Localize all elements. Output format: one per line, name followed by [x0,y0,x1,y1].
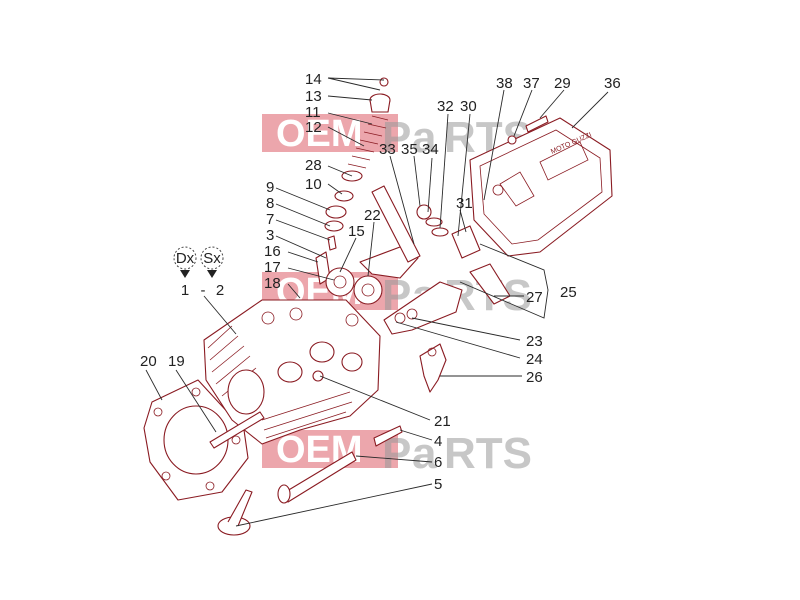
svg-text:OEM: OEM [276,113,363,155]
callout-13: 13 [305,88,322,105]
svg-text:RTS: RTS [444,429,532,478]
valve-cover-drawing: MOTO GUZZI [469,115,613,257]
callout-36: 36 [604,75,621,92]
valves-drawing [209,411,403,536]
callout-8: 8 [266,195,274,212]
valve-spring-stack-drawing [315,77,391,285]
watermark-bottom: OEM P a RTS [262,429,532,478]
callout-19: 19 [168,353,185,370]
callout-14: 14 [305,71,322,88]
callout-12: 12 [305,119,322,136]
callout-16: 16 [264,243,281,260]
callout-4: 4 [434,433,442,450]
callout-11: 11 [305,104,321,121]
callout-29: 29 [554,75,571,92]
leader-lines [145,77,609,527]
side-marker: Dx Sx 1 - 2 [173,246,224,299]
side-label-dx: Dx [176,250,195,267]
callout-32: 32 [437,98,454,115]
callout-15: 15 [348,223,365,240]
callout-21: 21 [434,413,451,430]
callout-5: 5 [434,476,442,493]
side-label-sx: Sx [203,250,221,267]
callout-17: 17 [264,259,281,276]
callout-37: 37 [523,75,540,92]
callout-2: 2 [216,282,224,299]
callout-18: 18 [264,275,281,292]
callout-27: 27 [526,289,543,306]
svg-text:P: P [382,113,411,162]
callout-9: 9 [266,179,274,196]
head-gasket-drawing [143,379,249,501]
callout-23: 23 [526,333,543,350]
callout-20: 20 [140,353,157,370]
callout-1: 1 [181,282,189,299]
callout-34: 34 [422,141,439,158]
svg-text:a: a [412,113,437,162]
callout-6: 6 [434,454,442,471]
callout-dash: - [201,282,206,299]
callout-33: 33 [379,141,396,158]
rocker-assembly-drawing [325,185,511,393]
callout-26: 26 [526,369,543,386]
svg-text:OEM: OEM [276,429,363,471]
callout-7: 7 [266,211,274,228]
callout-31: 31 [456,195,473,212]
cylinder-head-drawing [203,299,381,445]
callout-22: 22 [364,207,381,224]
callout-3: 3 [266,227,274,244]
callout-25: 25 [560,284,577,301]
callout-38: 38 [496,75,513,92]
callout-30: 30 [460,98,477,115]
callout-35: 35 [401,141,418,158]
callout-28: 28 [305,157,322,174]
svg-text:a: a [412,429,437,478]
callouts: 14 13 11 12 28 10 9 8 7 3 16 17 18 15 22… [140,71,621,493]
callout-24: 24 [526,351,543,368]
callout-10: 10 [305,176,322,193]
